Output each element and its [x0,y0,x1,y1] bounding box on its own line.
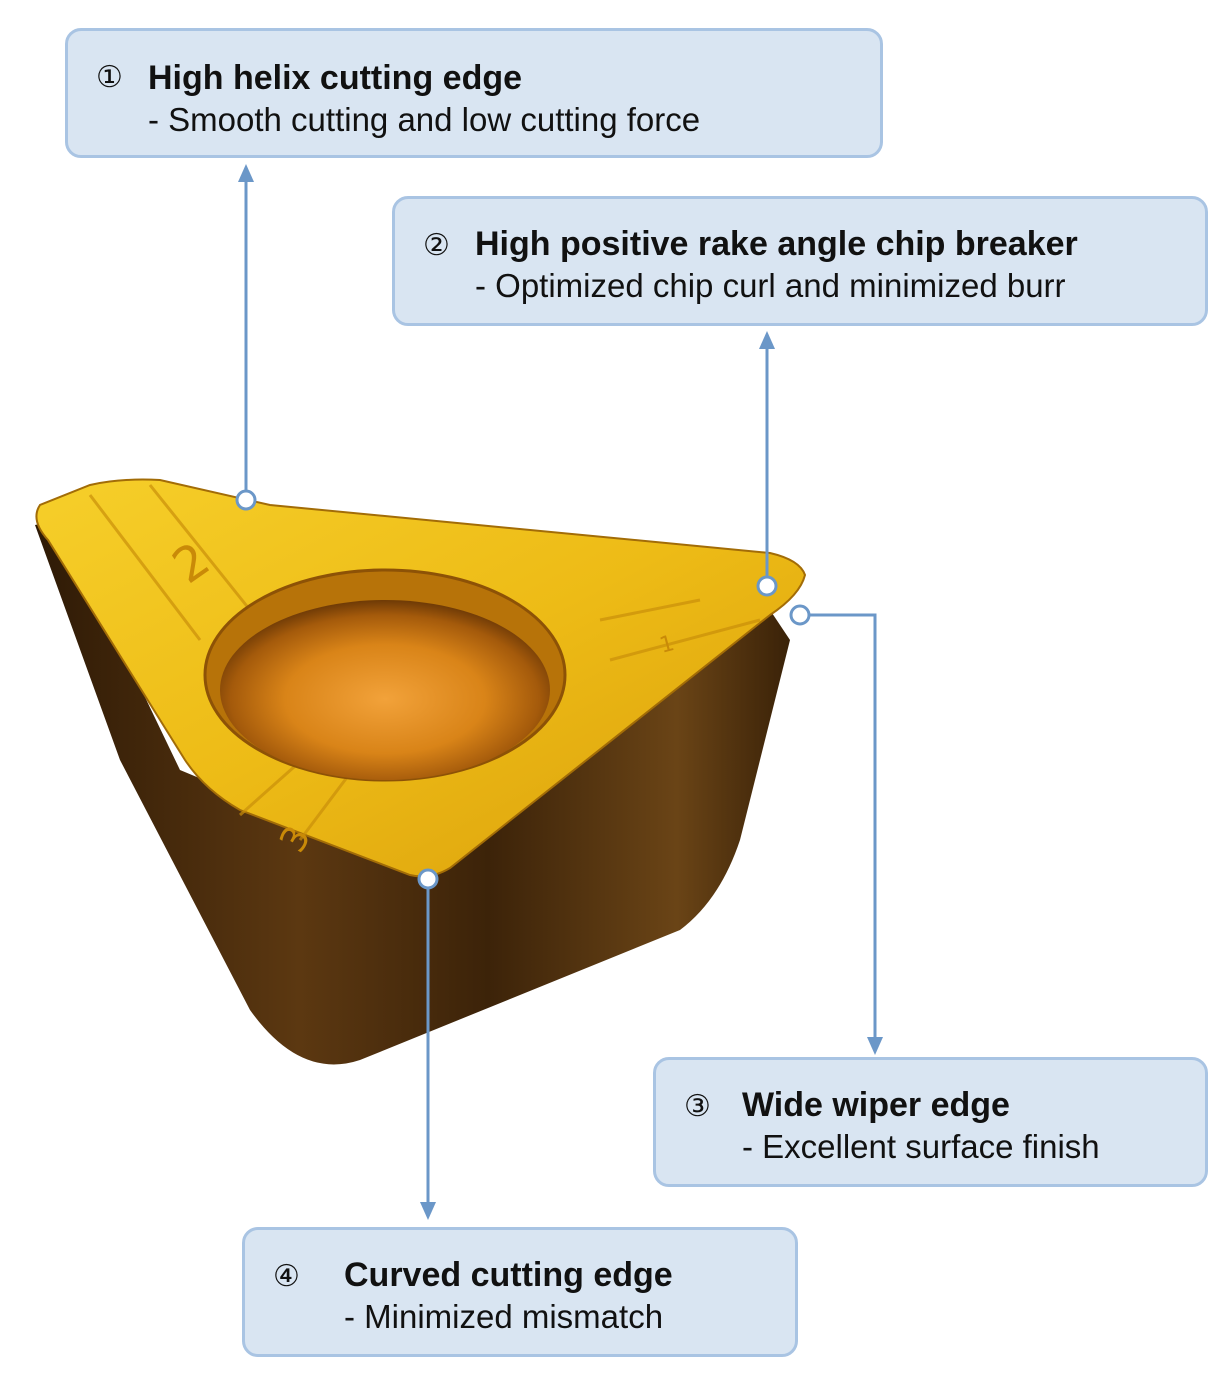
callout-4-title: Curved cutting edge [344,1256,673,1294]
callout-3-title: Wide wiper edge [742,1086,1010,1124]
callout-1-description: - Smooth cutting and low cutting force [148,101,701,138]
callout-1-title: High helix cutting edge [148,59,523,97]
callout-3-description: - Excellent surface finish [742,1128,1100,1165]
callout-1-number: ① [96,60,123,95]
callout-4: ④ Curved cutting edge - Minimized mismat… [242,1227,798,1357]
arrow-up-1 [238,164,254,182]
arrow-down-4 [420,1202,436,1220]
callout-4-number: ④ [273,1259,300,1294]
anchor-point-2 [756,575,778,597]
anchor-point-4 [417,868,439,890]
arrow-up-2 [759,331,775,349]
callout-2-number: ② [423,228,450,263]
leader-line-3 [810,613,877,1040]
anchor-point-1 [235,489,257,511]
edge-mark-1: 1 [657,631,677,659]
callout-1: ① High helix cutting edge - Smooth cutti… [65,28,883,158]
anchor-point-3 [789,604,811,626]
insert-body [35,520,790,1065]
callout-2-title: High positive rake angle chip breaker [475,225,1078,263]
callout-2: ② High positive rake angle chip breaker … [392,196,1208,326]
callout-3-number: ③ [684,1089,711,1124]
callout-2-description: - Optimized chip curl and minimized burr [475,267,1066,304]
callout-3: ③ Wide wiper edge - Excellent surface fi… [653,1057,1208,1187]
arrow-down-3 [867,1037,883,1055]
callout-4-description: - Minimized mismatch [344,1298,664,1335]
